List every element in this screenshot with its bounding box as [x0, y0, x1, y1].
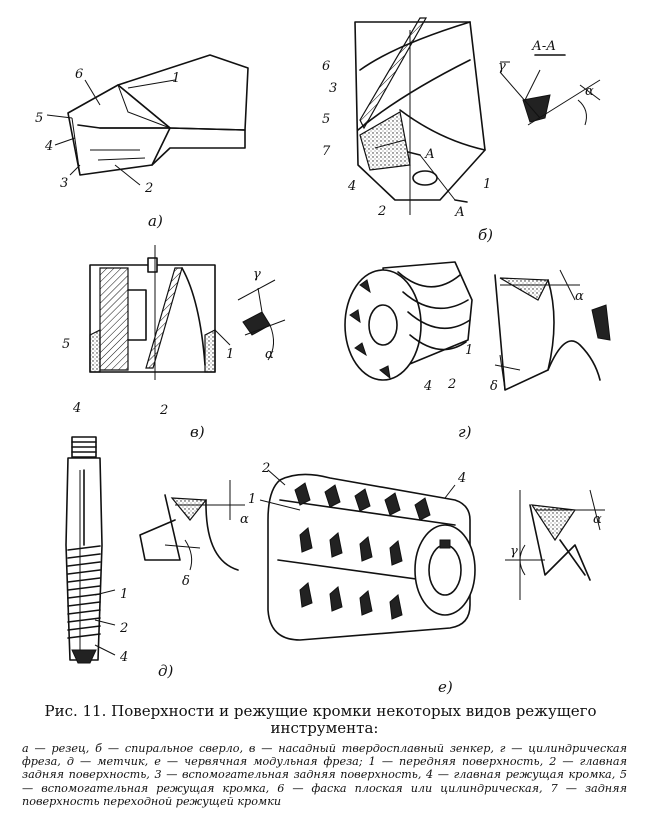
panel-f-caption: е)	[438, 678, 453, 696]
panel-c-label-5: 5	[62, 337, 70, 352]
panel-f-label-2: 2	[261, 461, 270, 476]
panel-d-angle-delta: δ	[490, 379, 498, 394]
panel-c-caption: в)	[190, 423, 205, 441]
panel-d-milling-cutter	[344, 261, 611, 391]
panel-b-label-2: 2	[377, 204, 386, 219]
panel-b-label-4: 4	[347, 179, 356, 194]
panel-b-label-7: 7	[322, 144, 331, 159]
panel-f-angle-alpha: α	[593, 512, 602, 527]
caption-legend: а — резец, б — спиральное сверло, в — на…	[22, 742, 627, 808]
panel-a-label-6: 6	[75, 67, 83, 82]
panel-e-angle-delta: δ	[182, 574, 190, 589]
panel-a-lathe-tool	[46, 54, 249, 186]
panel-c-label-2: 2	[159, 403, 168, 418]
panel-a-label-2: 2	[144, 181, 153, 196]
panel-b-label-5: 5	[322, 112, 330, 127]
panel-e-label-1: 1	[120, 587, 128, 602]
panel-b-label-1: 1	[483, 177, 491, 192]
panel-b-section-mark-bottom: А	[454, 205, 465, 220]
panel-b-angle-gamma: γ	[498, 59, 506, 74]
panel-e-caption: д)	[158, 662, 174, 680]
panel-b-label-3: 3	[329, 81, 337, 96]
figure-caption: Рис. 11. Поверхности и режущие кромки не…	[22, 703, 627, 808]
panel-d-label-1: 1	[465, 343, 473, 358]
caption-title: Рис. 11. Поверхности и режущие кромки не…	[44, 702, 597, 737]
panel-a-label-1: 1	[172, 71, 180, 86]
panel-c-label-1: 1	[226, 347, 234, 362]
panel-a-caption: а)	[148, 212, 163, 230]
panel-c-angle-gamma: γ	[253, 267, 261, 282]
panel-b-section-title: А-А	[531, 39, 556, 54]
panel-d-caption: г)	[458, 423, 472, 441]
panel-a-label-5: 5	[35, 111, 43, 126]
panel-d-label-2: 2	[447, 377, 456, 392]
panel-b-twist-drill	[354, 17, 601, 215]
panel-f-hob-cutter	[259, 469, 605, 641]
panel-b-section-mark-top: А	[424, 147, 435, 162]
panel-f-label-4: 4	[457, 471, 466, 486]
panel-d-label-4: 4	[423, 379, 432, 394]
panel-c-angle-alpha: α	[265, 347, 274, 362]
panel-a-label-3: 3	[60, 176, 68, 191]
panel-e-label-2: 2	[119, 621, 128, 636]
panel-b-caption: б)	[478, 226, 493, 244]
panel-b-angle-alpha: α	[585, 84, 594, 99]
panel-c-label-4: 4	[72, 401, 81, 416]
figure-illustration: 1 2 3 4 5 6 а) 1 2 3 4 5 6 7 А-А А А γ α…	[35, 17, 611, 696]
panel-f-label-1: 1	[248, 492, 256, 507]
panel-c-counterbore	[89, 245, 286, 380]
panel-f-angle-gamma: γ	[510, 544, 518, 559]
panel-b-label-6: 6	[322, 59, 330, 74]
panel-d-angle-alpha: α	[575, 289, 584, 304]
panel-e-label-4: 4	[119, 650, 128, 665]
panel-e-tap	[65, 436, 245, 664]
panel-e-angle-alpha: α	[240, 512, 249, 527]
panel-a-label-4: 4	[44, 139, 53, 154]
